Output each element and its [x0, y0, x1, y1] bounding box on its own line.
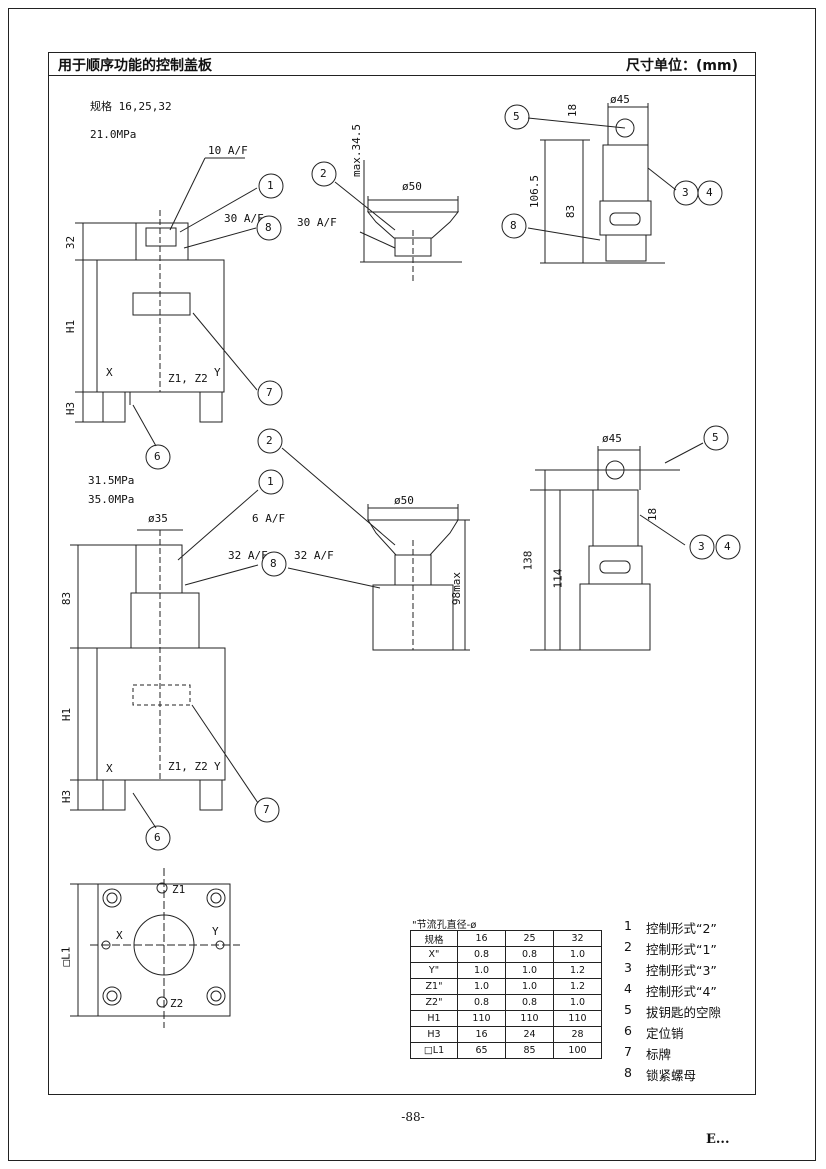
dim138-label: 138 [521, 550, 535, 571]
spec-sizes: 规格 16,25,32 [90, 100, 172, 113]
dim32-label: 32 [64, 235, 78, 250]
pressure-315: 31.5MPa [88, 474, 135, 487]
dim1065-label: 106.5 [528, 174, 542, 209]
valve-body-lower [96, 647, 226, 781]
nameplate-lower [132, 684, 191, 706]
page-number: -88- [401, 1110, 425, 1124]
af32b-label: 32 A/F [294, 549, 334, 562]
callout-2: 2 [320, 167, 327, 180]
page-border [8, 8, 816, 1161]
af30b-label: 30 A/F [297, 216, 337, 229]
port-z-lower: Z1, Z2 [168, 760, 208, 773]
callout-8c: 8 [270, 557, 277, 570]
dimH3a-label: H3 [64, 401, 78, 416]
header: 用于顺序功能的控制盖板 尺寸单位：(mm) [48, 52, 756, 76]
callout-7b: 7 [263, 803, 270, 816]
af10-label: 10 A/F [208, 144, 248, 157]
d50a-label: ø50 [402, 180, 422, 193]
dimH1b-label: H1 [60, 707, 74, 722]
max98-label: 98max [450, 571, 464, 606]
callout-1b: 1 [267, 475, 274, 488]
callout-2b: 2 [266, 434, 273, 447]
plan-x: X [116, 929, 123, 942]
drawing-frame [48, 52, 756, 1095]
dim18b-label: 18 [646, 507, 660, 522]
dim114-label: 114 [551, 568, 565, 589]
knob-3-upper [602, 144, 649, 202]
plan-z2: Z2 [170, 997, 184, 1010]
callout-8: 8 [265, 221, 272, 234]
callout-3: 3 [682, 186, 689, 199]
knob-3-lower [592, 489, 639, 547]
d50b-label: ø50 [394, 494, 414, 507]
af30a-label: 30 A/F [224, 212, 264, 225]
dim18a-label: 18 [566, 103, 580, 118]
max345-label: max.34.5 [349, 124, 363, 177]
corner-mark: E... [706, 1132, 730, 1147]
callout-5b: 5 [712, 431, 719, 444]
callout-8b: 8 [510, 219, 517, 232]
port-y-upper: Y [214, 366, 221, 379]
dimL1-label: □L1 [59, 946, 73, 967]
d45b-label: ø45 [602, 432, 622, 445]
pressure-35: 35.0MPa [88, 493, 135, 506]
plan-z1: Z1 [172, 883, 186, 896]
callout-1: 1 [267, 179, 274, 192]
dim83a-label: 83 [60, 591, 74, 606]
dimH3b-label: H3 [60, 789, 74, 804]
page-title: 用于顺序功能的控制盖板 [58, 58, 212, 74]
af6-label: 6 A/F [252, 512, 286, 525]
unit-label: 尺寸单位：(mm) [626, 58, 738, 74]
d35-label: ø35 [148, 512, 168, 525]
dim83b-label: 83 [564, 204, 578, 219]
callout-5: 5 [513, 110, 520, 123]
pressure-21: 21.0MPa [90, 128, 137, 141]
nameplate-upper [132, 292, 191, 316]
d45a-label: ø45 [610, 93, 630, 106]
callout-4: 4 [706, 186, 713, 199]
control-head-upper [135, 222, 189, 261]
table-caption: "节流孔直径-ø [412, 920, 477, 931]
plan-y: Y [212, 925, 219, 938]
port-x-upper: X [106, 366, 113, 379]
callout-4b: 4 [724, 540, 731, 553]
control-head-lower [135, 544, 183, 594]
callout-3b: 3 [698, 540, 705, 553]
af32a-label: 32 A/F [228, 549, 268, 562]
port-x-lower: X [106, 762, 113, 775]
callout-6b: 6 [154, 831, 161, 844]
port-z-upper: Z1, Z2 [168, 372, 208, 385]
port-y-lower: Y [214, 760, 221, 773]
callout-7: 7 [266, 386, 273, 399]
callout-6: 6 [154, 450, 161, 463]
dimH1a-label: H1 [64, 319, 78, 334]
